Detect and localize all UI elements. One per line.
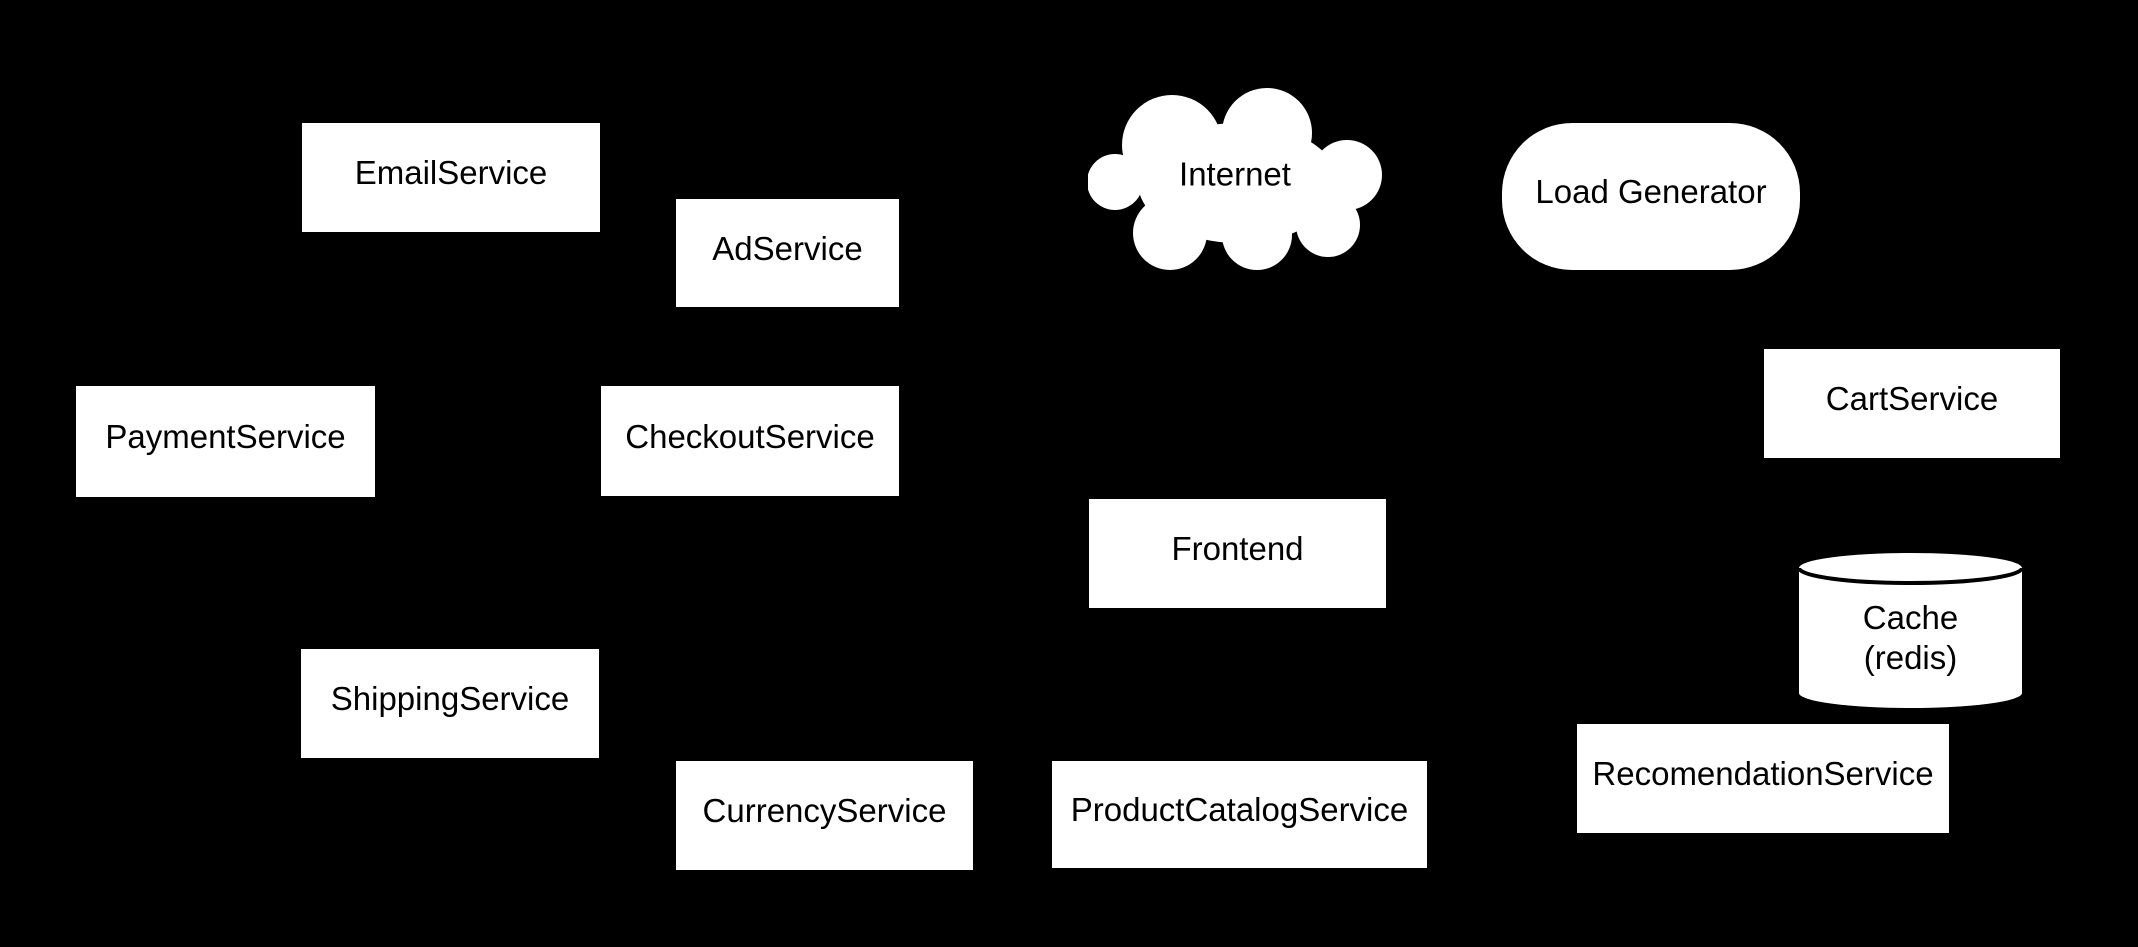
node-cart-service: CartService xyxy=(1764,349,2060,458)
node-currency-service-label: CurrencyService xyxy=(702,792,947,830)
node-product-catalog-service-label: ProductCatalogService xyxy=(1070,791,1409,829)
node-load-generator-label: Load Generator xyxy=(1535,173,1767,211)
node-cart-service-label: CartService xyxy=(1825,380,1999,418)
database-cylinder-icon xyxy=(1799,553,2022,708)
node-currency-service: CurrencyService xyxy=(676,761,973,870)
node-internet: Internet xyxy=(1088,88,1382,270)
cache-label-line2: (redis) xyxy=(1863,638,1958,676)
node-cache-redis-label: Cache (redis) xyxy=(1799,553,2022,708)
node-email-service-label: EmailService xyxy=(354,154,548,192)
node-internet-label: Internet xyxy=(1179,155,1291,193)
node-email-service: EmailService xyxy=(302,123,600,232)
cache-label-line1: Cache xyxy=(1862,598,1959,636)
node-frontend-label: Frontend xyxy=(1171,530,1304,568)
node-checkout-service-label: CheckoutService xyxy=(625,417,875,455)
cloud-icon xyxy=(1088,88,1382,270)
node-ad-service: AdService xyxy=(676,199,899,307)
node-shipping-service-label: ShippingService xyxy=(330,680,570,718)
node-checkout-service: CheckoutService xyxy=(601,386,899,496)
node-payment-service-label: PaymentService xyxy=(105,418,346,456)
node-product-catalog-service: ProductCatalogService xyxy=(1052,761,1427,868)
node-shipping-service: ShippingService xyxy=(301,649,599,758)
node-payment-service: PaymentService xyxy=(76,386,375,497)
node-ad-service-label: AdService xyxy=(712,229,863,267)
node-load-generator: Load Generator xyxy=(1502,123,1800,270)
node-cache-redis: Cache (redis) xyxy=(1799,553,2022,708)
node-frontend: Frontend xyxy=(1089,499,1386,608)
node-recomendation-service: RecomendationService xyxy=(1577,724,1949,833)
node-recomendation-service-label: RecomendationService xyxy=(1592,755,1934,793)
